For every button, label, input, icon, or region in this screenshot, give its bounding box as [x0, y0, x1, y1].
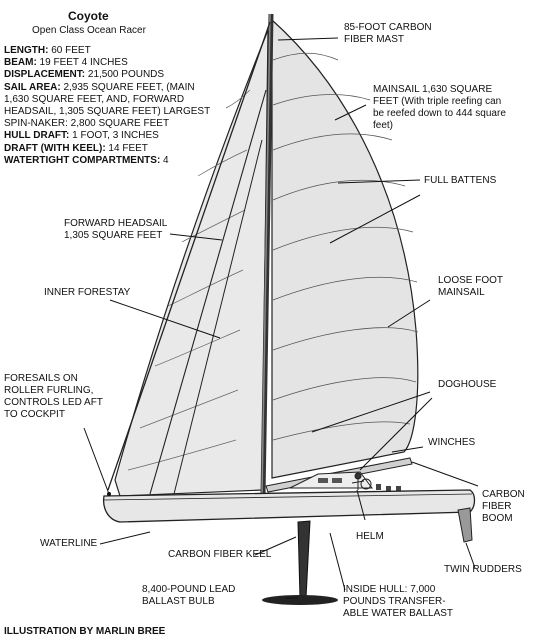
- leader-lines: [83, 37, 479, 599]
- spec-list: LENGTH: 60 FEET BEAM: 19 FEET 4 INCHES D…: [4, 45, 214, 167]
- subtitle: Open Class Ocean Racer: [32, 25, 146, 36]
- label-waterline: WATERLINE: [40, 538, 98, 549]
- forestay: [107, 21, 271, 491]
- doghouse: [289, 471, 373, 489]
- label-battens: FULL BATTENS: [424, 175, 497, 186]
- winches: [376, 484, 401, 491]
- illustration-credit: ILLUSTRATION BY MARLIN BREE: [4, 626, 166, 637]
- label-rudders: TWIN RUDDERS: [444, 564, 522, 575]
- title: Coyote: [68, 9, 109, 23]
- spec-beam: BEAM: 19 FEET 4 INCHES: [4, 57, 128, 69]
- label-winches: WINCHES: [428, 437, 476, 448]
- inner-forestay: [149, 89, 267, 495]
- spec-length: LENGTH: 60 FEET: [4, 45, 91, 56]
- mast: [260, 13, 274, 497]
- label-helm: HELM: [356, 531, 384, 542]
- full-battens: [272, 52, 419, 441]
- spec-compartments: WATERTIGHT COMPARTMENTS: 4: [4, 154, 169, 166]
- mainsail: [271, 18, 419, 479]
- label-inner-forestay: INNER FORESTAY: [44, 287, 131, 298]
- keel: [297, 520, 311, 599]
- headsail-seams: [127, 89, 251, 471]
- spec-sail-area: SAIL AREA: 2,935 SQUARE FEET, (MAIN 1,63…: [4, 81, 210, 130]
- twin-rudders: [457, 507, 473, 543]
- helm: [351, 472, 372, 490]
- spec-draft-keel: DRAFT (WITH KEEL): 14 FEET: [4, 142, 148, 154]
- label-keel: CARBON FIBER KEEL: [168, 549, 272, 560]
- forward-headsail: [114, 29, 269, 497]
- leader-dots: [107, 492, 111, 496]
- label-doghouse: DOGHOUSE: [438, 379, 497, 390]
- spec-displacement: DISPLACEMENT: 21,500 POUNDS: [4, 69, 165, 81]
- shroud: [173, 139, 263, 495]
- spec-hull-draft: HULL DRAFT: 1 FOOT, 3 INCHES: [4, 130, 159, 142]
- ballast-bulb: [262, 595, 338, 605]
